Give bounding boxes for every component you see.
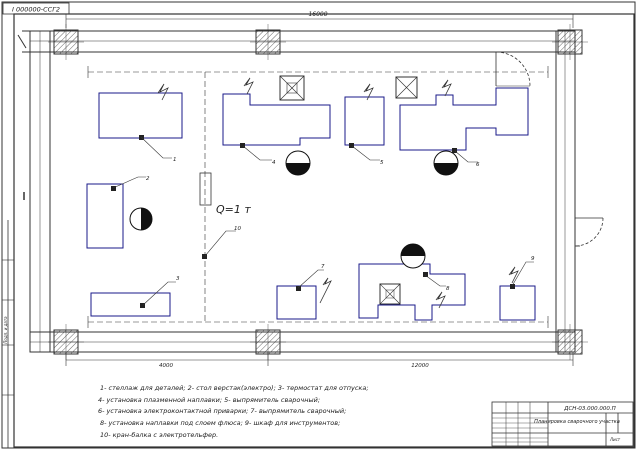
column <box>250 24 286 60</box>
operator-position <box>400 243 426 269</box>
equipment-cabinet <box>279 75 305 101</box>
load-capacity-label: Q=1 т <box>216 203 251 216</box>
building-walls <box>17 30 576 353</box>
column <box>250 324 286 360</box>
left-margin-strip: Подп. и дата <box>2 192 25 448</box>
corner-stamp-text: I 000000-CCГ2 <box>12 6 60 14</box>
sheet-label: Лист <box>609 437 621 442</box>
legend-line-4: 8- установка наплавки под слоем флюса; 9… <box>100 419 340 427</box>
electric-symbol <box>435 291 446 309</box>
column <box>552 324 588 360</box>
electric-symbol <box>319 277 332 304</box>
column <box>48 324 84 360</box>
legend-line-2: 4- установка плазменной наплавки; 5- вып… <box>98 396 320 404</box>
leader-lines <box>112 136 534 306</box>
connection-point <box>296 286 301 291</box>
connection-point <box>111 186 116 191</box>
equipment-rectifier-1 <box>344 96 385 146</box>
corner-stamp: I 000000-CCГ2 <box>2 2 70 15</box>
margin-label: Подп. и дата <box>3 316 8 344</box>
electric-symbol <box>508 266 519 284</box>
dimension-bottom-right-text: 12000 <box>411 363 429 369</box>
dimension-top-text: 16000 <box>308 11 327 18</box>
connection-point <box>510 284 515 289</box>
callout-labels: 1 2 3 4 5 6 7 8 9 10 <box>146 157 535 292</box>
column <box>552 24 588 60</box>
crane-runway <box>87 66 549 328</box>
callout-10: 10 <box>234 226 241 232</box>
door-right <box>574 217 604 247</box>
operator-position <box>129 207 153 231</box>
callout-7: 7 <box>321 264 325 270</box>
connection-point <box>423 272 428 277</box>
dimension-bottom: 4000 12000 <box>65 352 574 369</box>
callout-9: 9 <box>531 256 535 262</box>
building-columns <box>48 24 588 360</box>
callout-5: 5 <box>380 160 384 166</box>
operator-positions <box>129 150 459 269</box>
equipment-contact-welder <box>395 76 529 151</box>
equipment-plasma-unit <box>222 93 331 146</box>
title-block <box>491 401 634 447</box>
callout-6: 6 <box>476 162 480 168</box>
equipment-rack-bottom <box>90 292 171 317</box>
equipment-flux-surfacing <box>358 263 466 321</box>
crane-hoist: Q=1 т <box>199 172 251 259</box>
operator-position <box>285 150 311 176</box>
connection-point <box>452 148 457 153</box>
legend-line-5: 10- кран-балка с электротельфер. <box>100 431 218 439</box>
drawing-title: Планировка сварочного участка <box>534 419 620 425</box>
electric-symbol <box>157 83 169 101</box>
electric-symbol <box>243 77 254 95</box>
drawing-frame <box>13 13 635 448</box>
operator-position <box>433 150 459 176</box>
connection-point <box>349 143 354 148</box>
legend-line-3: 6- установка электроконтактной приварки;… <box>98 407 346 415</box>
column <box>48 24 84 60</box>
equipment-workbench <box>86 183 124 249</box>
equipment-tool-cabinet <box>499 285 536 321</box>
callout-4: 4 <box>272 160 276 166</box>
legend-line-1: 1- стеллаж для деталей; 2- стол верстак(… <box>100 384 369 392</box>
electric-symbol <box>441 79 452 97</box>
connection-point <box>140 303 145 308</box>
document-code: ДСН-03.000.000.П <box>563 406 616 412</box>
connection-point <box>240 143 245 148</box>
callout-3: 3 <box>176 276 180 282</box>
door-top-right <box>495 51 531 87</box>
callout-1: 1 <box>173 157 177 163</box>
legend: 1- стеллаж для деталей; 2- стол верстак(… <box>98 384 369 439</box>
dimension-bottom-left-text: 4000 <box>159 363 173 369</box>
equipment-rack-top <box>98 92 183 139</box>
electric-symbol <box>363 83 374 101</box>
callout-2: 2 <box>146 176 150 182</box>
callout-8: 8 <box>446 286 450 292</box>
